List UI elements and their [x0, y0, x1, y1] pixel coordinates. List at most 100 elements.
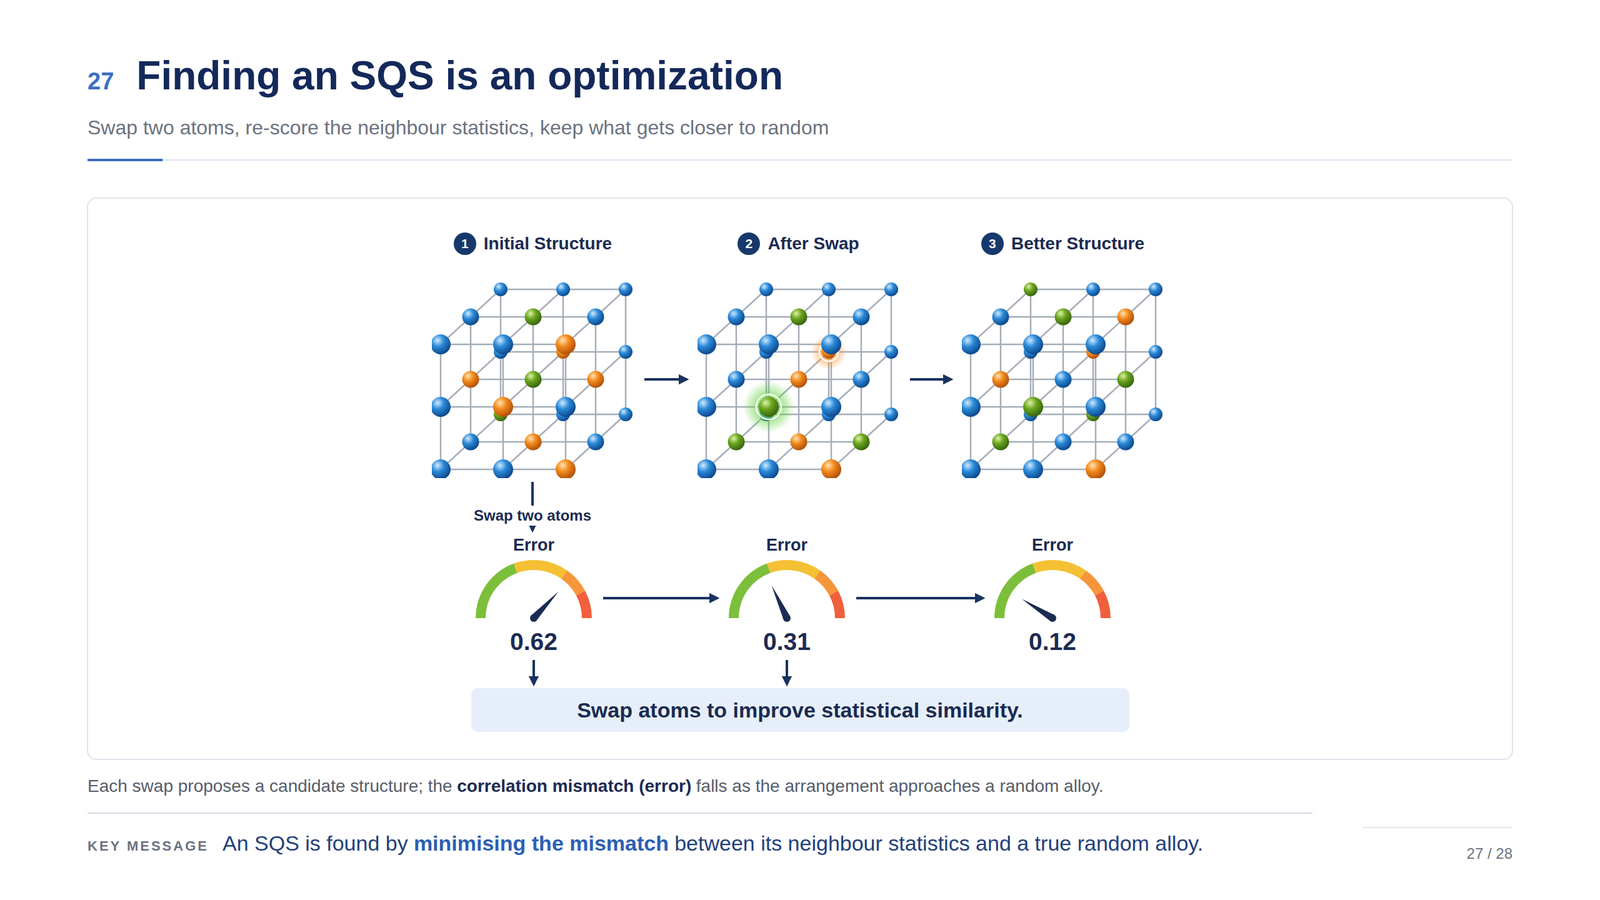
gauge-dial: [721, 555, 853, 628]
bond-line: [1000, 316, 1064, 319]
flow-arrow: [644, 378, 687, 381]
atom-sphere: [1054, 371, 1072, 389]
atom-sphere: [1085, 396, 1106, 417]
bond-line: [735, 379, 737, 442]
atom-sphere: [431, 334, 451, 355]
atom-sphere: [852, 433, 870, 451]
atom-sphere: [961, 459, 981, 479]
caption-text: falls as the arrangement approaches a ra…: [696, 776, 1104, 796]
atom-sphere: [790, 308, 807, 326]
footer-rule-short: [1362, 826, 1513, 829]
atom-sphere: [758, 334, 779, 355]
atom-sphere: [991, 371, 1009, 389]
atoms: [431, 282, 633, 479]
caption-emphasis: correlation mismatch (error): [456, 776, 692, 796]
step-number: 1: [453, 232, 477, 255]
atom-sphere: [461, 433, 479, 451]
atom-sphere: [1023, 282, 1038, 297]
bond-line: [1093, 288, 1156, 291]
atom-sphere: [524, 433, 542, 451]
error-value: 0.62: [510, 627, 558, 657]
bond-line: [736, 378, 799, 381]
gauge-band: [561, 570, 585, 596]
banner-text: Swap atoms to improve statistical simila…: [576, 698, 1024, 723]
atom-sphere: [1023, 396, 1044, 417]
bond-line: [1154, 351, 1157, 415]
bond-line: [999, 316, 1002, 380]
flow-arrow: [856, 596, 984, 600]
atom-sphere: [821, 396, 842, 417]
gauge-band: [576, 590, 592, 619]
key-message-emphasis: minimising the mismatch: [413, 831, 669, 856]
gauge-band: [829, 590, 845, 619]
atom-sphere: [884, 407, 899, 422]
bond-line: [860, 379, 862, 442]
edge-label: Swap two atoms: [470, 505, 595, 526]
gauge-dial: [986, 555, 1119, 628]
bond-line: [890, 289, 892, 352]
atom-sphere: [758, 459, 779, 479]
atom-sphere: [493, 334, 514, 355]
gauge-band: [728, 563, 771, 619]
atom-sphere: [461, 371, 479, 389]
lattice-bonds: [706, 289, 892, 470]
atom-sphere: [493, 459, 514, 479]
atom-sphere: [618, 345, 633, 359]
gauge-hub: [530, 614, 538, 622]
bond-line: [594, 316, 597, 380]
bond-line: [469, 379, 472, 442]
bond-line: [470, 316, 534, 319]
bond-line: [1124, 379, 1127, 442]
stage-title: Initial Structure: [483, 233, 612, 254]
bond-line: [533, 378, 596, 381]
atom-sphere: [586, 308, 604, 326]
atom-sphere: [961, 334, 981, 355]
atom-sphere: [1148, 407, 1163, 422]
gauge-band: [475, 563, 518, 619]
atom-sphere: [727, 308, 745, 326]
atom-sphere: [1085, 459, 1106, 479]
slide-title: Finding an SQS is an optimization: [136, 52, 784, 99]
bond-line: [735, 316, 737, 380]
atom-sphere: [1086, 282, 1100, 297]
flow-arrow: [910, 378, 952, 381]
bond-line: [999, 379, 1002, 442]
atom-sphere: [727, 371, 745, 389]
subtitle: Swap two atoms, re-score the neighbour s…: [87, 116, 829, 140]
bond-line: [797, 379, 800, 442]
bond-line: [1124, 316, 1127, 380]
connectors: [532, 379, 984, 685]
bond-line: [533, 316, 596, 319]
atom-sphere: [556, 282, 570, 297]
bond-line: [470, 378, 534, 381]
error-value: 0.12: [1028, 627, 1077, 657]
atom-sphere: [1116, 371, 1134, 389]
bond-line: [798, 316, 862, 319]
bond-line: [766, 288, 829, 291]
atom-sphere: [1148, 282, 1163, 297]
error-gauge: Error0.12: [986, 534, 1119, 657]
atom-sphere: [852, 308, 870, 326]
atom-sphere: [555, 459, 576, 479]
atom-sphere: [697, 334, 717, 355]
gauge-hub: [1048, 614, 1057, 622]
atom-sphere: [852, 371, 870, 389]
bond-line: [470, 441, 534, 444]
bond-line: [624, 351, 627, 415]
atom-sphere: [618, 407, 633, 422]
bond-line: [531, 316, 534, 380]
gauge-dial: [468, 555, 600, 628]
atom-sphere: [493, 282, 508, 297]
atom-sphere: [555, 334, 576, 355]
gauge-band: [1095, 590, 1111, 619]
title-row: 27 Finding an SQS is an optimization: [87, 52, 784, 99]
bond-line: [860, 316, 862, 380]
lattice-bonds: [970, 289, 1156, 470]
gauge-band: [814, 570, 839, 596]
bond-line: [1061, 316, 1064, 380]
slide-number: 27: [87, 68, 114, 95]
footer-rule: [87, 812, 1313, 814]
bond-line: [1030, 288, 1094, 291]
structure-stage: 2After Swap: [690, 232, 907, 479]
